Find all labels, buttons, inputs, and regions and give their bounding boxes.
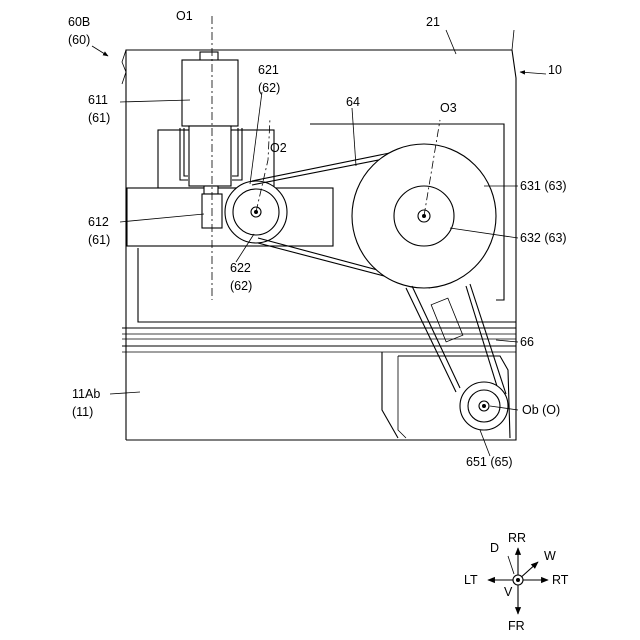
belt-66 bbox=[406, 284, 506, 396]
label-axis1: O1 bbox=[176, 9, 193, 23]
compass-lt: LT bbox=[464, 573, 478, 587]
compass-d: D bbox=[490, 541, 499, 555]
label-wall: 11Ab bbox=[72, 387, 100, 401]
compass-fr: FR bbox=[508, 619, 525, 633]
label-big-pulley-inner: 632 (63) bbox=[520, 231, 567, 245]
label-output-axis: Ob (O) bbox=[522, 403, 560, 417]
label-shaft: 612 bbox=[88, 215, 109, 229]
label-unit-parent: (60) bbox=[68, 33, 90, 47]
compass-rr: RR bbox=[508, 531, 526, 545]
output-pulley bbox=[460, 382, 508, 430]
rail-lines bbox=[122, 328, 516, 352]
label-wall-parent: (11) bbox=[72, 405, 93, 419]
compass-w: W bbox=[544, 549, 556, 563]
direction-compass: RR D W LT RT V FR bbox=[464, 531, 569, 633]
label-motor-parent: (61) bbox=[88, 111, 110, 125]
label-belt2: 66 bbox=[520, 335, 534, 349]
label-top-frame: 21 bbox=[426, 15, 440, 29]
label-belt: 64 bbox=[346, 95, 360, 109]
label-pulley-a: 621 bbox=[258, 63, 279, 77]
label-big-pulley: 631 (63) bbox=[520, 179, 567, 193]
compass-v: V bbox=[504, 585, 513, 599]
label-pulley-b-parent: (62) bbox=[230, 279, 252, 293]
label-unit: 60B bbox=[68, 15, 90, 29]
label-pulley-b: 622 bbox=[230, 261, 251, 275]
label-output-pulley: 651 (65) bbox=[466, 455, 513, 469]
label-axis3: O3 bbox=[440, 101, 457, 115]
label-body-ref: 10 bbox=[548, 63, 562, 77]
drive-pulley bbox=[225, 181, 287, 243]
label-pulley-a-parent: (62) bbox=[258, 81, 280, 95]
compass-rt: RT bbox=[552, 573, 569, 587]
label-motor: 611 bbox=[88, 93, 108, 107]
label-axis2: O2 bbox=[270, 141, 287, 155]
label-shaft-parent: (61) bbox=[88, 233, 110, 247]
